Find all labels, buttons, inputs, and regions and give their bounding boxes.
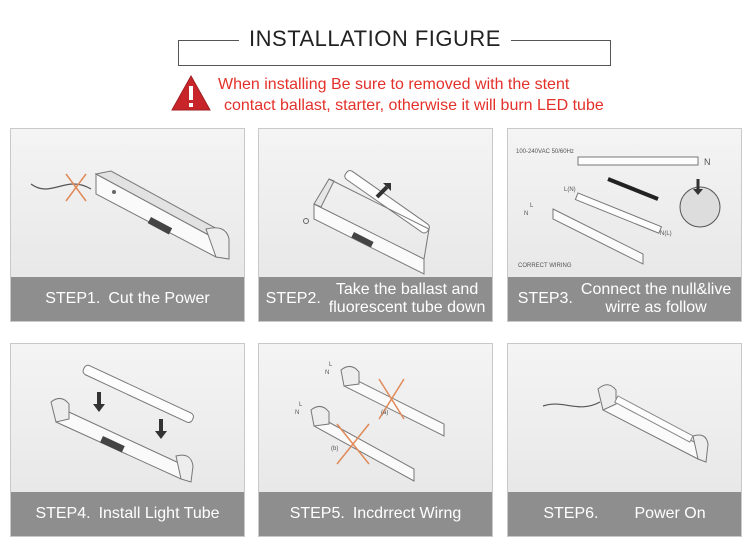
svg-text:L: L [329,362,333,368]
voltage-label: 100-240VAC 50/60Hz [516,149,574,155]
step-4-panel: STEP4. Install Light Tube [10,343,245,537]
step-4-illustration [11,344,244,492]
step-number: STEP2. [265,290,321,307]
step-label: Connect the null&live wirre as follow [580,281,732,316]
page-title: INSTALLATION FIGURE [0,26,750,52]
step-label: Cut the Power [108,290,210,307]
step-number: STEP1. [45,290,101,307]
step-number: STEP6. [543,505,599,522]
step-1-panel: STEP1. Cut the Power [10,128,245,322]
svg-text:N: N [704,157,711,167]
step-5-illustration: L N L N (a) (b) [259,344,492,492]
correct-wiring-label: CORRECT WIRING [518,263,572,269]
step-number: STEP5. [289,505,345,522]
step-3-caption: STEP3. Connect the null&live wirre as fo… [508,277,741,321]
step-label: Take the ballast and fluorescent tube do… [328,281,486,316]
step-2-illustration [259,129,492,277]
step-1-caption: STEP1. Cut the Power [11,277,244,321]
svg-text:L: L [299,402,303,408]
step-6-panel: STEP6. Power On [507,343,742,537]
step-2-caption: STEP2. Take the ballast and fluorescent … [259,277,492,321]
svg-text:N(L): N(L) [660,231,672,237]
warning-banner: When installing Be sure to removed with … [170,72,650,120]
step-3-panel: 100-240VAC 50/60Hz N L(N) N(L) L N CORRE… [507,128,742,322]
svg-text:(a): (a) [381,410,388,416]
step-6-illustration [508,344,741,492]
step-label: Power On [634,505,706,522]
warning-line-1: When installing Be sure to removed with … [218,76,570,93]
step-6-caption: STEP6. Power On [508,492,741,536]
step-label: Install Light Tube [98,505,220,522]
step-1-illustration [11,129,244,277]
step-label: Incdrrect Wirng [352,505,462,522]
step-number: STEP4. [35,505,91,522]
step-3-illustration: 100-240VAC 50/60Hz N L(N) N(L) L N CORRE… [508,129,741,277]
step-4-caption: STEP4. Install Light Tube [11,492,244,536]
step-2-panel: STEP2. Take the ballast and fluorescent … [258,128,493,322]
step-number: STEP3. [517,290,573,307]
svg-text:L: L [530,203,534,209]
step-5-caption: STEP5. Incdrrect Wirng [259,492,492,536]
warning-triangle-icon [171,74,211,111]
svg-text:L(N): L(N) [564,187,576,193]
svg-text:(b): (b) [331,446,338,452]
step-5-panel: L N L N (a) (b) STEP5. Incdrrect Wirng [258,343,493,537]
warning-line-2: contact ballast, starter, otherwise it w… [224,97,604,114]
svg-text:N: N [524,211,528,217]
svg-text:N: N [325,370,329,376]
svg-text:N: N [295,410,299,416]
